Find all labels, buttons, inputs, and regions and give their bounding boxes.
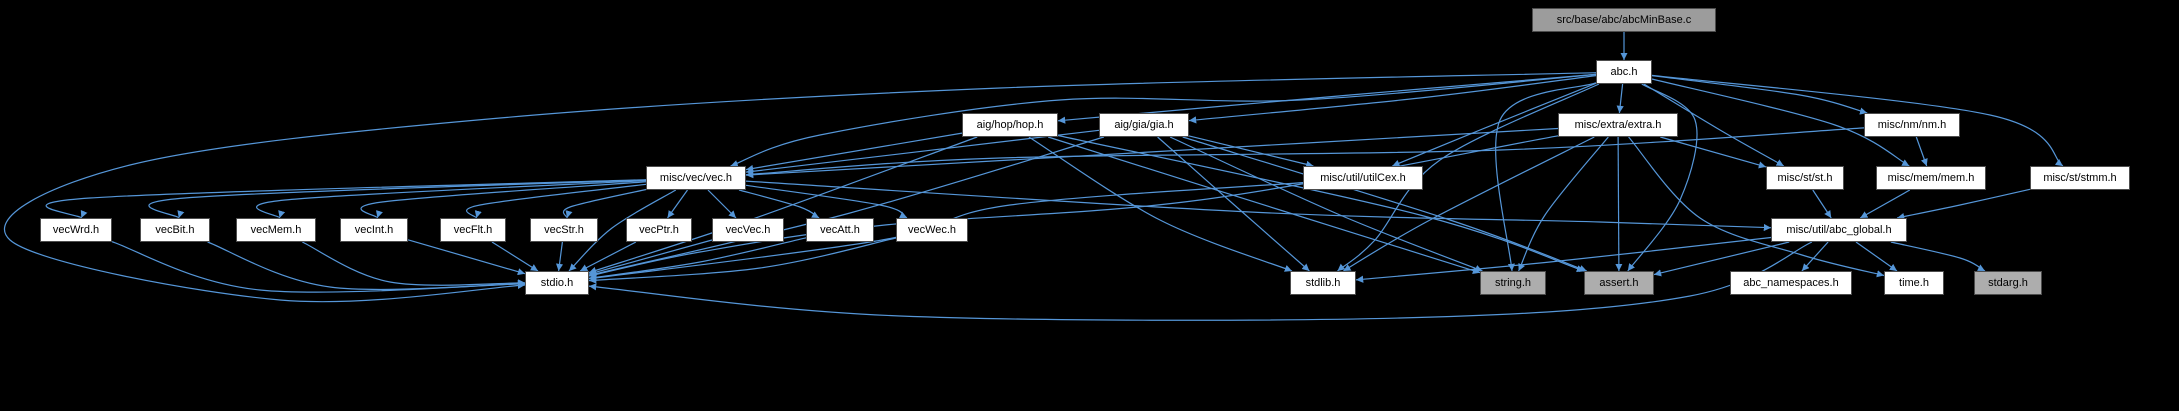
- node-string_h[interactable]: string.h: [1480, 271, 1546, 295]
- edge-vecbit_h-stdio_h: [207, 241, 526, 291]
- node-hop_h[interactable]: aig/hop/hop.h: [962, 113, 1058, 137]
- edge-vecatt_h-stdio_h: [588, 237, 807, 281]
- node-abcminbase_c[interactable]: src/base/abc/abcMinBase.c: [1532, 8, 1716, 32]
- node-stdarg_h[interactable]: stdarg.h: [1974, 271, 2042, 295]
- edge-vec_h-vecstr_h: [562, 188, 647, 219]
- edge-vec_h-vecatt_h: [738, 189, 820, 219]
- edge-abcglobal_h-stdarg_h: [1890, 241, 1986, 272]
- edge-extra_h-vec_h: [745, 127, 1559, 179]
- edge-gia_h-stdio_h: [588, 136, 1105, 278]
- edge-abc_h-mem_h: [1651, 78, 1910, 167]
- edge-abc_h-utilcex_h: [1392, 82, 1597, 167]
- edge-extra_h-assert_h: [1615, 136, 1623, 272]
- edge-vecvec_h-stdio_h: [588, 239, 713, 276]
- node-vec_h[interactable]: misc/vec/vec.h: [646, 166, 746, 190]
- edge-hop_h-string_h: [1047, 136, 1481, 274]
- edge-vec_h-vecflt_h: [465, 183, 647, 219]
- edge-extra_h-string_h: [1518, 136, 1609, 272]
- node-vecwrd_h[interactable]: vecWrd.h: [40, 218, 112, 242]
- edge-vec_h-vecmem_h: [256, 180, 647, 219]
- node-nm_h[interactable]: misc/nm/nm.h: [1864, 113, 1960, 137]
- node-vecatt_h[interactable]: vecAtt.h: [806, 218, 874, 242]
- node-mem_h[interactable]: misc/mem/mem.h: [1876, 166, 1986, 190]
- edge-vecmem_h-stdio_h: [302, 241, 526, 287]
- edge-nm_h-mem_h: [1915, 136, 1928, 167]
- edge-vecint_h-stdio_h: [407, 239, 526, 276]
- node-stdio_h[interactable]: stdio.h: [525, 271, 589, 295]
- node-vecflt_h[interactable]: vecFlt.h: [440, 218, 506, 242]
- node-stdlib_h[interactable]: stdlib.h: [1290, 271, 1356, 295]
- node-vecptr_h[interactable]: vecPtr.h: [626, 218, 692, 242]
- edge-hop_h-stdio_h: [588, 136, 978, 274]
- edge-vec_h-vecwrd_h: [45, 179, 647, 219]
- edge-hop_h-vec_h: [745, 132, 963, 172]
- edge-vec_h-vecwec_h: [745, 184, 908, 219]
- node-abc_h[interactable]: abc.h: [1596, 60, 1652, 84]
- edge-vecptr_h-stdio_h: [579, 241, 637, 272]
- edge-nm_h-vec_h: [745, 127, 1865, 178]
- node-vecbit_h[interactable]: vecBit.h: [140, 218, 210, 242]
- node-assert_h[interactable]: assert.h: [1584, 271, 1654, 295]
- edge-stmm_h-abcglobal_h: [1896, 188, 2031, 221]
- edge-vecstr_h-stdio_h: [555, 241, 564, 272]
- edge-abc_h-extra_h: [1616, 83, 1624, 114]
- edge-abc_h-nm_h: [1651, 75, 1868, 115]
- node-st_h[interactable]: misc/st/st.h: [1766, 166, 1844, 190]
- edge-gia_h-string_h: [1169, 136, 1483, 272]
- edge-gia_h-utilcex_h: [1188, 135, 1314, 168]
- edge-gia_h-vec_h: [745, 129, 1100, 175]
- edge-vec_h-vecptr_h: [667, 189, 688, 219]
- edge-hop_h-assert_h: [1057, 134, 1585, 273]
- edge-vec_h-vecint_h: [360, 181, 647, 219]
- edge-abc_h-stdio_h: [3, 72, 1597, 303]
- edge-abc_h-gia_h: [1188, 75, 1597, 124]
- edge-abc_h-string_h: [1495, 82, 1597, 272]
- node-vecwec_h[interactable]: vecWec.h: [896, 218, 968, 242]
- edge-vecflt_h-stdio_h: [491, 241, 539, 272]
- edge-abc_h-vec_h: [730, 73, 1597, 168]
- node-time_h[interactable]: time.h: [1884, 271, 1944, 295]
- node-extra_h[interactable]: misc/extra/extra.h: [1558, 113, 1678, 137]
- edge-abcglobal_h-stdio_h: [588, 241, 1813, 321]
- edge-vecwec_h-stdio_h: [588, 237, 897, 284]
- edge-vec_h-vecbit_h: [148, 179, 647, 219]
- edge-abcglobal_h-time_h: [1855, 241, 1898, 272]
- node-vecmem_h[interactable]: vecMem.h: [236, 218, 316, 242]
- edge-abcglobal_h-assert_h: [1653, 241, 1790, 277]
- node-gia_h[interactable]: aig/gia/gia.h: [1099, 113, 1189, 137]
- node-vecstr_h[interactable]: vecStr.h: [530, 218, 598, 242]
- edge-abcglobal_h-stdlib_h: [1355, 236, 1772, 283]
- node-stmm_h[interactable]: misc/st/stmm.h: [2030, 166, 2130, 190]
- edge-extra_h-stdlib_h: [1343, 136, 1595, 272]
- edge-extra_h-time_h: [1628, 136, 1885, 278]
- edge-gia_h-stdlib_h: [1157, 136, 1310, 272]
- edge-abc_h-st_h: [1643, 83, 1785, 167]
- edge-abc_h-assert_h: [1627, 83, 1698, 272]
- node-vecint_h[interactable]: vecInt.h: [340, 218, 408, 242]
- node-abcglobal_h[interactable]: misc/util/abc_global.h: [1771, 218, 1907, 242]
- edge-vec_h-stdio_h: [568, 189, 677, 272]
- node-namespaces_h[interactable]: abc_namespaces.h: [1730, 271, 1852, 295]
- edge-vec_h-vecvec_h: [707, 189, 737, 219]
- edge-extra_h-st_h: [1660, 136, 1767, 169]
- edge-mem_h-abcglobal_h: [1859, 189, 1911, 219]
- edge-abc_h-stmm_h: [1651, 74, 2064, 167]
- edge-st_h-abcglobal_h: [1812, 189, 1832, 219]
- node-vecvec_h[interactable]: vecVec.h: [712, 218, 784, 242]
- edge-abcglobal_h-namespaces_h: [1801, 241, 1829, 272]
- node-utilcex_h[interactable]: misc/util/utilCex.h: [1303, 166, 1423, 190]
- edge-vec_h-abcglobal_h: [745, 180, 1772, 232]
